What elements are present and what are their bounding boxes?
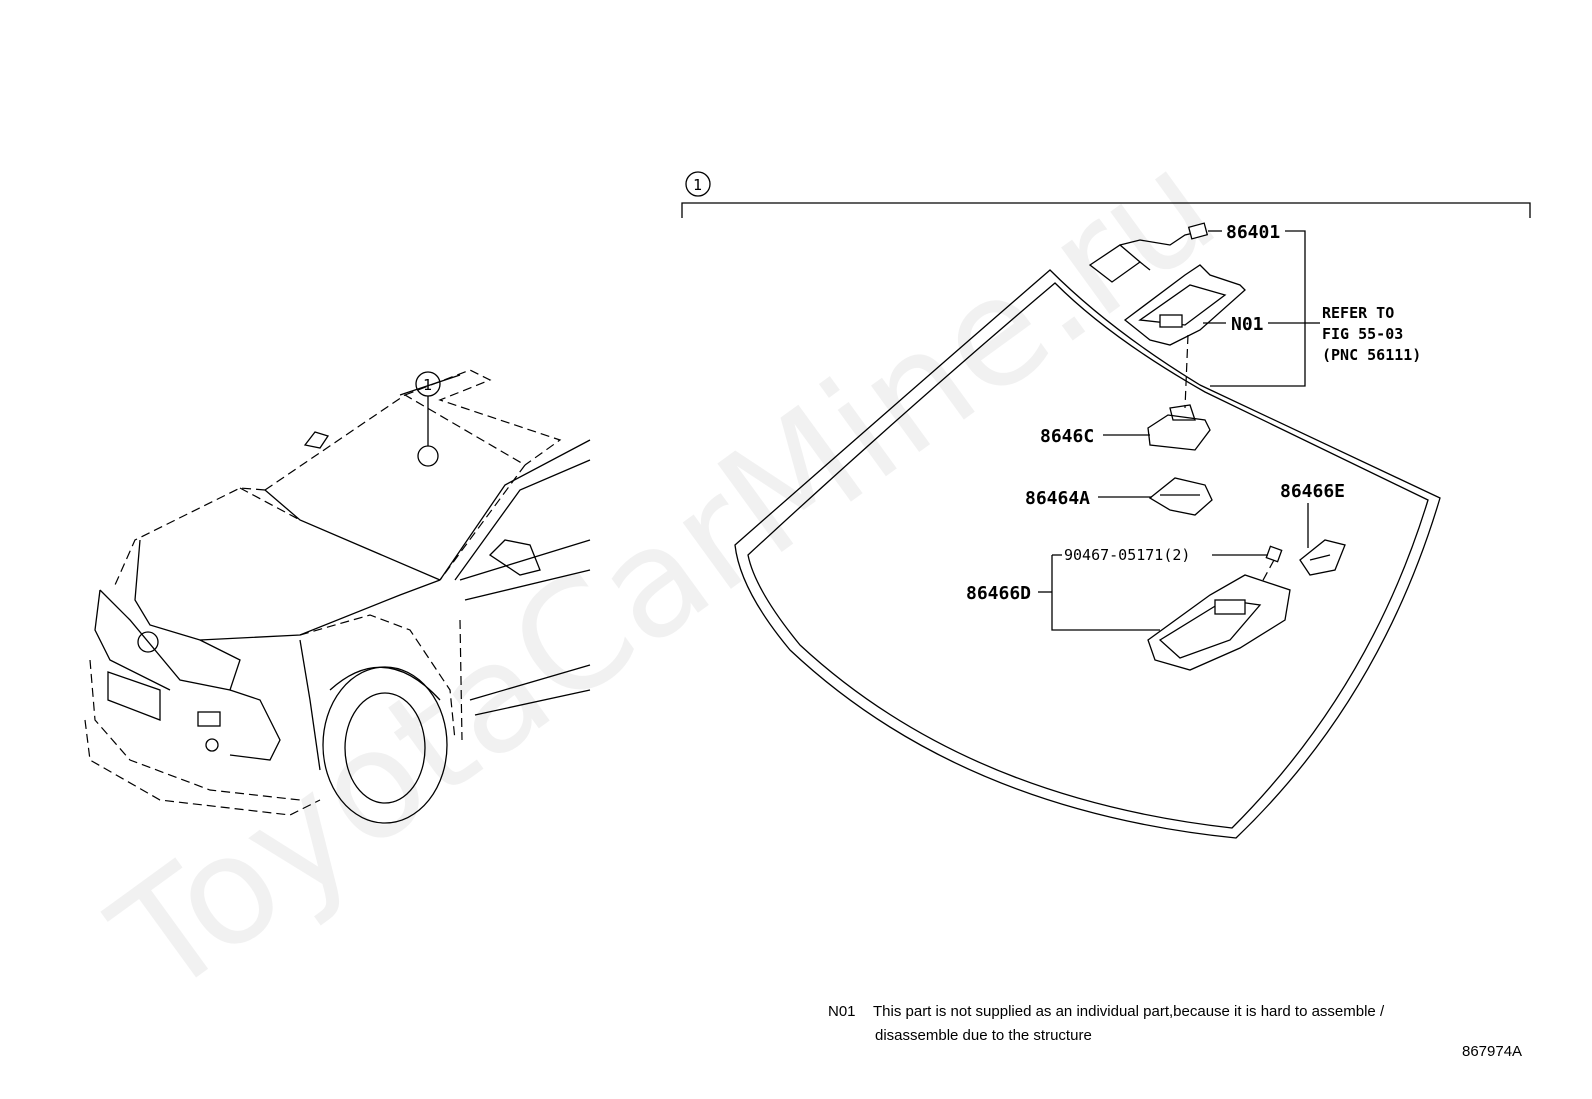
part-86464a-bracket xyxy=(1148,477,1213,516)
callout-number-assembly: 1 xyxy=(693,176,702,194)
label-86466d: 86466D xyxy=(966,583,1031,604)
label-86401: 86401 xyxy=(1226,222,1280,243)
windshield-outline xyxy=(734,269,1441,839)
label-refer-fig: FIG 55-03 xyxy=(1322,325,1403,343)
footnote-line2: disassemble due to the structure xyxy=(875,1027,1092,1044)
part-86466d-housing xyxy=(1147,574,1291,671)
label-8646c: 8646C xyxy=(1040,426,1094,447)
assembly-bracket: 1 xyxy=(681,171,1531,218)
label-90467: 90467-05171(2) xyxy=(1064,546,1190,564)
footnote-line1: This part is not supplied as an individu… xyxy=(873,1003,1385,1020)
part-n01-bracket xyxy=(1123,264,1246,346)
label-refer-to: REFER TO xyxy=(1322,304,1394,322)
part-8646c-camera xyxy=(1147,404,1211,451)
part-90467-clip xyxy=(1265,545,1283,563)
callout-circle-car xyxy=(415,371,441,397)
part-86401-harness xyxy=(1088,222,1209,283)
label-n01: N01 xyxy=(1231,314,1264,335)
footnote-code: N01 xyxy=(828,1003,856,1020)
vehicle-illustration: 1 xyxy=(84,369,591,824)
sensor-location-marker xyxy=(417,445,439,467)
part-86466e-cover xyxy=(1299,539,1346,576)
figure-id: 867974A xyxy=(1462,1043,1523,1060)
callout-number-car: 1 xyxy=(423,376,432,394)
watermark: ToyotaCarMine.ru xyxy=(83,118,1246,1030)
label-refer-pnc: (PNC 56111) xyxy=(1322,346,1421,364)
leader-lines xyxy=(1038,230,1320,631)
label-86466e: 86466E xyxy=(1280,481,1345,502)
label-86464a: 86464A xyxy=(1025,488,1090,509)
